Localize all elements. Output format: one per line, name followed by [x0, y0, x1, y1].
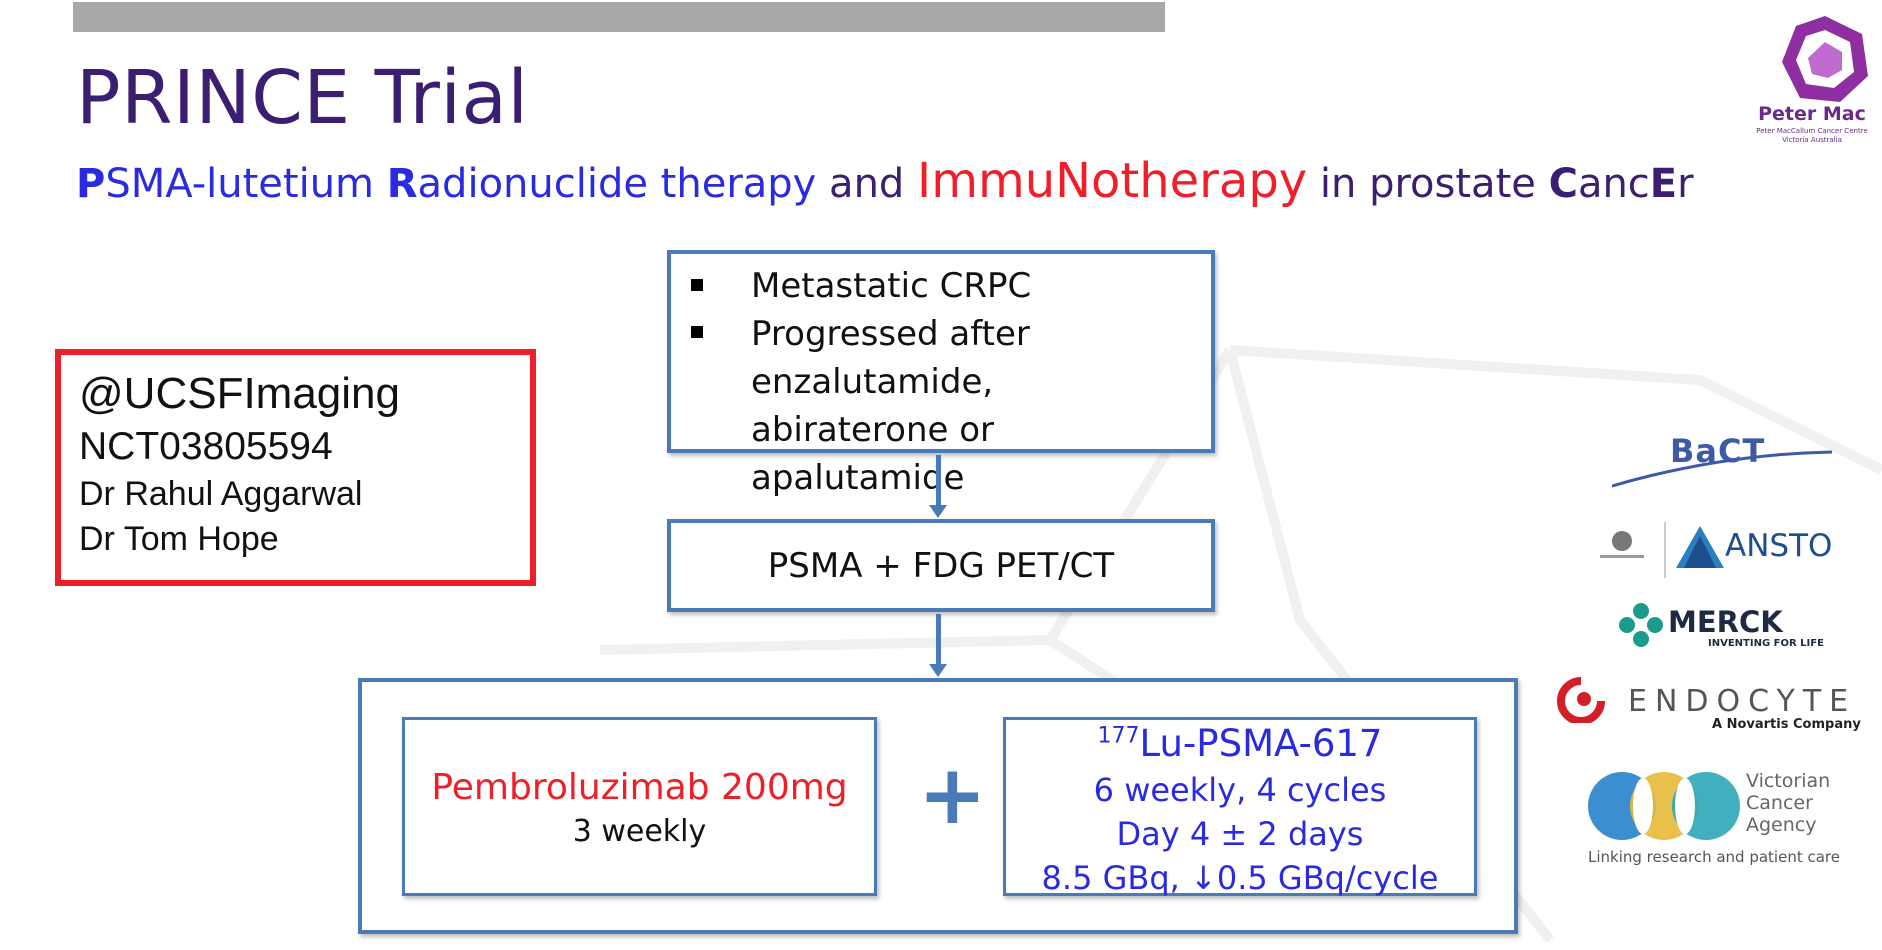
contact-box: @UCSFImaging NCT03805594 Dr Rahul Aggarw…	[55, 349, 536, 586]
slide-title: PRINCE Trial	[76, 55, 529, 141]
plus-icon: +	[918, 748, 987, 843]
arrowhead-icon	[929, 505, 947, 518]
bact-swoosh-icon	[1612, 450, 1832, 488]
bullet-icon	[691, 326, 703, 338]
arrowhead-icon	[929, 664, 947, 677]
lu-schedule: 6 weekly, 4 cycles	[1093, 771, 1387, 809]
imaging-box: PSMA + FDG PET/CT	[667, 519, 1215, 612]
logo-divider	[1664, 522, 1666, 578]
drug-schedule: 3 weekly	[572, 814, 707, 849]
top-gray-bar	[73, 2, 1165, 32]
lu-day: Day 4 ± 2 days	[1116, 815, 1364, 853]
peter-mac-subtext: Peter MacCallum Cancer Centre Victoria A…	[1756, 127, 1868, 144]
slide-subtitle: PSMA-lutetium Radionuclide therapy and I…	[76, 153, 1694, 209]
drug-name: Pembroluzimab 200mg	[431, 767, 848, 808]
isotope-name: 177Lu-PSMA-617	[1097, 722, 1383, 765]
bullet-icon	[691, 279, 703, 291]
trial-id: NCT03805594	[79, 425, 333, 468]
endocyte-tagline: A Novartis Company	[1712, 717, 1861, 732]
ansto-triangle-icon	[1676, 526, 1724, 568]
vca-logo: Victorian Cancer Agency	[1746, 770, 1831, 836]
flow-arrow-1	[936, 455, 941, 507]
endocyte-logo: ENDOCYTE	[1628, 684, 1857, 719]
pembrolizumab-box: Pembroluzimab 200mg 3 weekly	[402, 717, 877, 896]
twitter-handle: @UCSFImaging	[79, 369, 400, 418]
vca-circles-icon	[1588, 772, 1740, 840]
eligibility-item-1: Metastatic CRPC	[751, 266, 1032, 306]
ansto-logo: ANSTO	[1725, 528, 1833, 564]
vca-tagline: Linking research and patient care	[1588, 848, 1840, 866]
eligibility-box: Metastatic CRPC Progressed after enzalut…	[667, 250, 1215, 498]
flow-arrow-2	[936, 614, 941, 666]
peter-mac-name: Peter Mac	[1758, 103, 1866, 125]
merck-logo: MERCK	[1668, 605, 1783, 639]
eligibility-item-2: Progressed after enzalutamide, abiratero…	[751, 314, 1030, 498]
bact-logo: BaCT	[1670, 432, 1766, 470]
peter-mac-logo-icon	[1782, 16, 1868, 102]
investigator-1: Dr Rahul Aggarwal	[79, 475, 363, 513]
endocyte-swirl-icon	[1557, 677, 1605, 723]
merck-emblem-icon	[1619, 603, 1663, 647]
investigator-2: Dr Tom Hope	[79, 520, 279, 558]
lutetium-box: 177Lu-PSMA-617 6 weekly, 4 cycles Day 4 …	[1003, 717, 1477, 897]
gov-crest-icon	[1600, 531, 1644, 558]
merck-tagline: INVENTING FOR LIFE	[1708, 638, 1824, 649]
lu-dose: 8.5 GBq, ↓0.5 GBq/cycle	[1041, 859, 1439, 897]
